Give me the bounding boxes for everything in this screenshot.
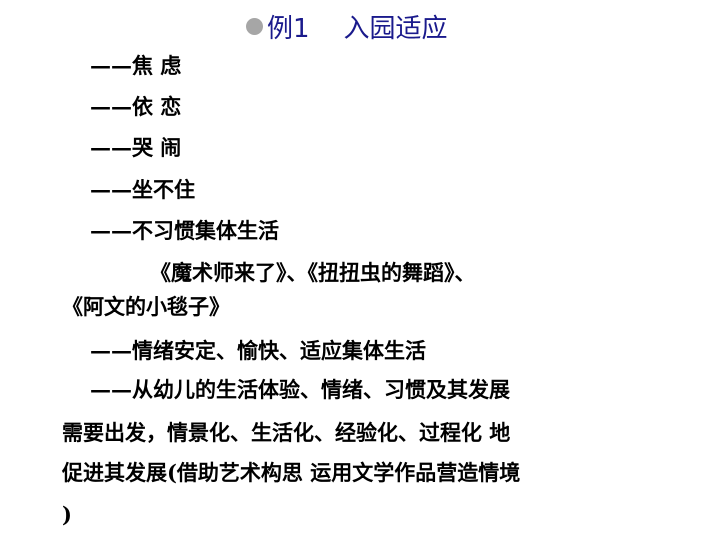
line-from-experience: ——从幼儿的生活体验、情绪、习惯及其发展: [90, 377, 510, 402]
line-emotion-stable: ——情绪安定、愉快、适应集体生活: [90, 338, 426, 363]
line-closing-paren: ): [62, 502, 72, 527]
line-anxiety: ——焦 虑: [90, 53, 182, 78]
title-prefix: 例1: [267, 13, 310, 44]
slide-title: 例1 入园适应: [246, 6, 448, 46]
line-attachment: ——依 恋: [90, 94, 182, 119]
line-crying: ——哭 闹: [90, 135, 182, 160]
line-needs: 需要出发，情景化、生活化、经验化、过程化 地: [62, 420, 511, 445]
line-not-used-to-group: ——不习惯集体生活: [90, 218, 279, 243]
title-text: 入园适应: [343, 13, 448, 44]
line-restless: ——坐不住: [90, 177, 195, 202]
bullet-icon: [246, 17, 263, 35]
line-promote: 促进其发展(借助艺术构思 运用文学作品营造情境: [62, 460, 521, 485]
line-story-title-blanket: 《阿文的小毯子》: [62, 294, 230, 319]
line-story-titles: 《魔术师来了》、《扭扭虫的舞蹈》、: [150, 260, 476, 285]
